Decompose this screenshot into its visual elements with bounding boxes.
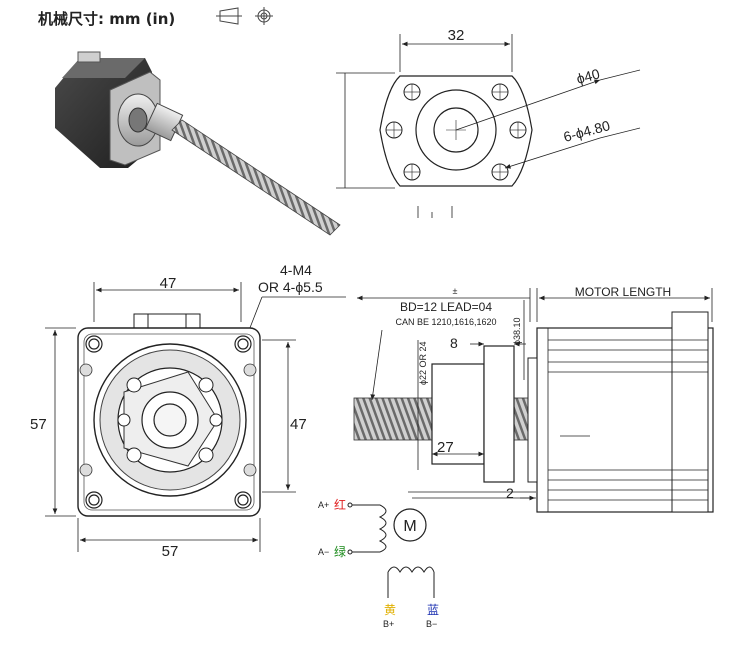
nut-diameter-label: ϕ22 OR 24 (418, 341, 428, 385)
flange-thickness-label: 8 (450, 335, 458, 351)
motor-length-label: MOTOR LENGTH (575, 285, 671, 299)
can-be-label: CAN BE 1210,1616,1620 (395, 317, 496, 327)
flange-diameter-label: ϕ38.10 (512, 317, 522, 345)
motor-symbol-icon (393, 508, 427, 542)
a-minus-label: A− (318, 547, 329, 557)
motor-symbol-label: M (403, 518, 416, 535)
bd-lead-label: BD=12 LEAD=04 (400, 300, 492, 314)
b-plus-label: B+ (383, 619, 394, 629)
flange-bore-label: ϕ40 (575, 65, 602, 87)
a-plus-color-label: 红 (334, 497, 346, 512)
a-minus-color-label: 绿 (334, 544, 346, 559)
screw-callout-line2: OR 4-ϕ5.5 (258, 279, 323, 295)
b-minus-label: B− (426, 619, 437, 629)
coil-a-icon (378, 504, 387, 553)
b-minus-color-label: 蓝 (427, 603, 439, 617)
front-top-width-label: 47 (160, 275, 177, 292)
front-left-height-label: 57 (30, 416, 47, 433)
a-plus-label: A+ (318, 500, 329, 510)
plus-minus-label: ± (453, 286, 458, 296)
screw-callout-line1: 4-M4 (280, 262, 312, 278)
side-view: ± BD=12 LEAD=04 CAN BE 1210,1616,1620 MO… (353, 285, 714, 513)
front-bottom-width-label: 57 (162, 543, 179, 560)
motor-photo (55, 51, 341, 236)
coil-b-icon (387, 566, 435, 573)
gap-label: 2 (506, 485, 514, 501)
header-label: 机械尺寸: mm (in) (38, 10, 175, 28)
front-right-height-label: 47 (290, 416, 307, 433)
flange-holes-label: 6-ϕ4.80 (562, 117, 612, 145)
flange-view: 32 ϕ40 6-ϕ4.80 (336, 27, 641, 218)
projection-symbol-icon (216, 7, 273, 25)
flange-width-label: 32 (448, 27, 465, 44)
b-plus-color-label: 黄 (384, 603, 396, 617)
nut-length-label: 27 (437, 439, 454, 456)
front-view: 47 4-M4 OR 4-ϕ5.5 57 47 57 (30, 262, 346, 560)
wiring-diagram: A+ 红 A− 绿 M 黄 B+ 蓝 B− (318, 497, 439, 629)
